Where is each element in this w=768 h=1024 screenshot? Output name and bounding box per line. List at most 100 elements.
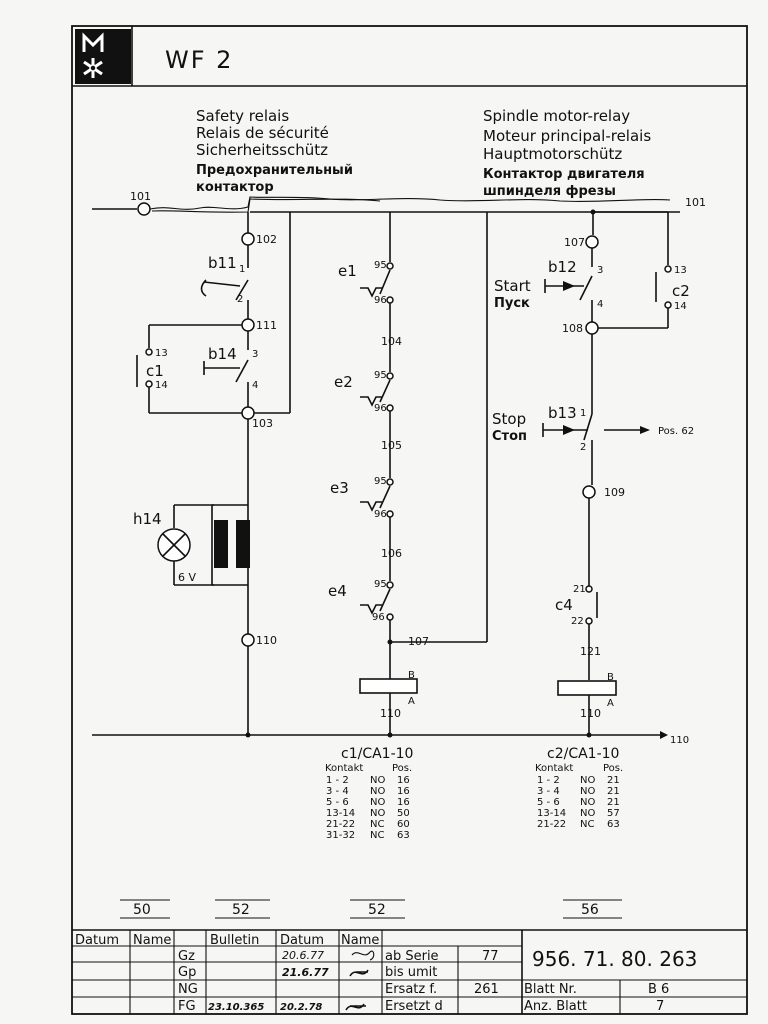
e2-label: e2 [334, 373, 353, 391]
tb-code-ng: NG [178, 982, 198, 997]
tb-header-datum2: Datum [280, 933, 324, 948]
h14-voltage: 6 V [178, 571, 196, 584]
wire-110-end: 110 [670, 735, 689, 746]
wire-121: 121 [580, 645, 601, 658]
node-108: 108 [562, 322, 583, 335]
c1-table-row-3-col-1: NO [370, 808, 385, 819]
e2-terminal-96: 96 [374, 403, 387, 414]
wire-105: 105 [381, 439, 402, 452]
e1-terminal-95: 95 [374, 260, 387, 271]
c2-table-row-0-col-2: 21 [607, 775, 620, 786]
node-107: 107 [564, 236, 585, 249]
b14-terminal-3: 3 [252, 349, 258, 360]
node-111: 111 [256, 319, 277, 332]
right-title-block: Spindle motor-relay Moteur principal-rel… [483, 107, 651, 199]
c1-table-row-5-col-0: 31-32 [326, 830, 355, 841]
c1-table-row-0-col-0: 1 - 2 [326, 775, 349, 786]
e3-switch: 95 96 e3 [330, 476, 394, 520]
b11-terminal-2: 2 [237, 294, 243, 305]
c2-coil-a: A [607, 698, 614, 709]
tb-datum-fg: 20.2.78 [280, 1002, 322, 1013]
c1-table-row-2-col-0: 5 - 6 [326, 797, 349, 808]
b12-terminal-4: 4 [597, 299, 603, 310]
sheet-frame [71, 25, 748, 1015]
b12-terminal-3: 3 [597, 265, 603, 276]
right-title-en: Spindle motor-relay [483, 107, 630, 125]
sheet-title: WF 2 [165, 46, 233, 74]
left-title-ru1: Предохранительный [196, 163, 353, 178]
c1-table-row-1-col-0: 3 - 4 [326, 786, 349, 797]
c2-table-row-2-col-2: 21 [607, 797, 620, 808]
c1-table-row-0-col-1: NO [370, 775, 385, 786]
column-ref-52a: 52 [232, 902, 250, 918]
tb-ersatz-f: Ersatz f. [385, 982, 437, 997]
right-title-fr: Moteur principal-relais [483, 127, 651, 145]
c2-table-row-3-col-1: NO [580, 808, 595, 819]
c1-table-head-pos: Pos. [392, 763, 412, 774]
c1-table-row-2-col-2: 16 [397, 797, 410, 808]
e1-terminal-96: 96 [374, 295, 387, 306]
c1-table-row-2-col-1: NO [370, 797, 385, 808]
c2-label: c2 [672, 282, 690, 300]
c2-table-row-3-col-2: 57 [607, 808, 620, 819]
tb-header-name2: Name [341, 933, 379, 948]
signature-gz [351, 950, 375, 961]
left-circuit: 102 1 2 b11 111 13 c1 14 3 4 b14 103 [133, 212, 291, 735]
c1-coil-a: A [408, 696, 415, 707]
e3-terminal-95: 95 [374, 476, 387, 487]
b14-label: b14 [208, 345, 237, 363]
tb-bis-umit: bis umit [385, 965, 437, 980]
wire-104: 104 [381, 335, 402, 348]
e4-switch: 95 96 e4 [328, 579, 394, 623]
b13-terminal-1: 1 [580, 408, 586, 419]
c2-table-row-0-col-0: 1 - 2 [537, 775, 560, 786]
c4-label: c4 [555, 596, 573, 614]
tb-header-bulletin: Bulletin [210, 933, 259, 948]
c1-table-row-5-col-1: NC [370, 830, 384, 841]
wire-101-right: 101 [685, 196, 706, 209]
c1-table-row-1-col-2: 16 [397, 786, 410, 797]
c1-table-head-kontakt: Kontakt [325, 763, 363, 774]
c2-table-row-0-col-1: NO [580, 775, 595, 786]
tb-blatt-label: Blatt Nr. [524, 982, 577, 997]
c4-terminal-21: 21 [573, 584, 586, 595]
column-ref-56: 56 [581, 902, 599, 918]
c1-contact-table: c1/CA1-10 Kontakt Pos. 1 - 2 NO 16 3 - 4 NO 1… [325, 746, 413, 841]
company-logo [75, 29, 131, 84]
b13-position: Pos. 62 [658, 426, 694, 437]
c1-table-row-0-col-2: 16 [397, 775, 410, 786]
e4-label: e4 [328, 582, 347, 600]
wire-106: 106 [381, 547, 402, 560]
tb-blatt-value: B 6 [648, 982, 669, 997]
e4-terminal-96: 96 [372, 612, 385, 623]
tb-code-fg: FG [178, 999, 196, 1014]
c1-terminal-13: 13 [155, 348, 168, 359]
e1-label: e1 [338, 262, 357, 280]
c1-table-row-4-col-0: 21-22 [326, 819, 355, 830]
left-title-block: Safety relais Relais de sécurité Sicherh… [196, 107, 353, 195]
start-label-ru: Пуск [494, 296, 530, 311]
tb-anz-label: Anz. Blatt [524, 999, 587, 1014]
left-title-ru2: контактор [196, 180, 274, 195]
e1-switch: 95 96 e1 [338, 260, 394, 306]
start-label: Start [494, 277, 531, 295]
b12-label: b12 [548, 258, 577, 276]
column-ref-50: 50 [133, 902, 151, 918]
c1-contactor-name: c1/CA1-10 [341, 746, 413, 762]
c1-coil [359, 678, 418, 694]
title-block: Datum Name Bulletin Datum Name Gz Gp NG … [72, 929, 747, 1014]
c2-table-row-1-col-0: 3 - 4 [537, 786, 560, 797]
right-circuit: 107 3 4 b12 Start Пуск 13 c2 14 108 1 2 … [492, 211, 694, 735]
c2-table-row-4-col-1: NC [580, 819, 594, 830]
tb-code-gz: Gz [178, 949, 195, 964]
column-references: 50 52 52 56 [120, 899, 622, 919]
right-title-ru1: Контактор двигателя [483, 167, 645, 182]
node-109: 109 [604, 486, 625, 499]
tb-ersatz-value: 261 [474, 982, 499, 997]
b13-terminal-2: 2 [580, 442, 586, 453]
e2-terminal-95: 95 [374, 370, 387, 381]
c1-table-row-3-col-0: 13-14 [326, 808, 355, 819]
c2-table-row-4-col-0: 21-22 [537, 819, 566, 830]
tb-header-datum: Datum [75, 933, 119, 948]
